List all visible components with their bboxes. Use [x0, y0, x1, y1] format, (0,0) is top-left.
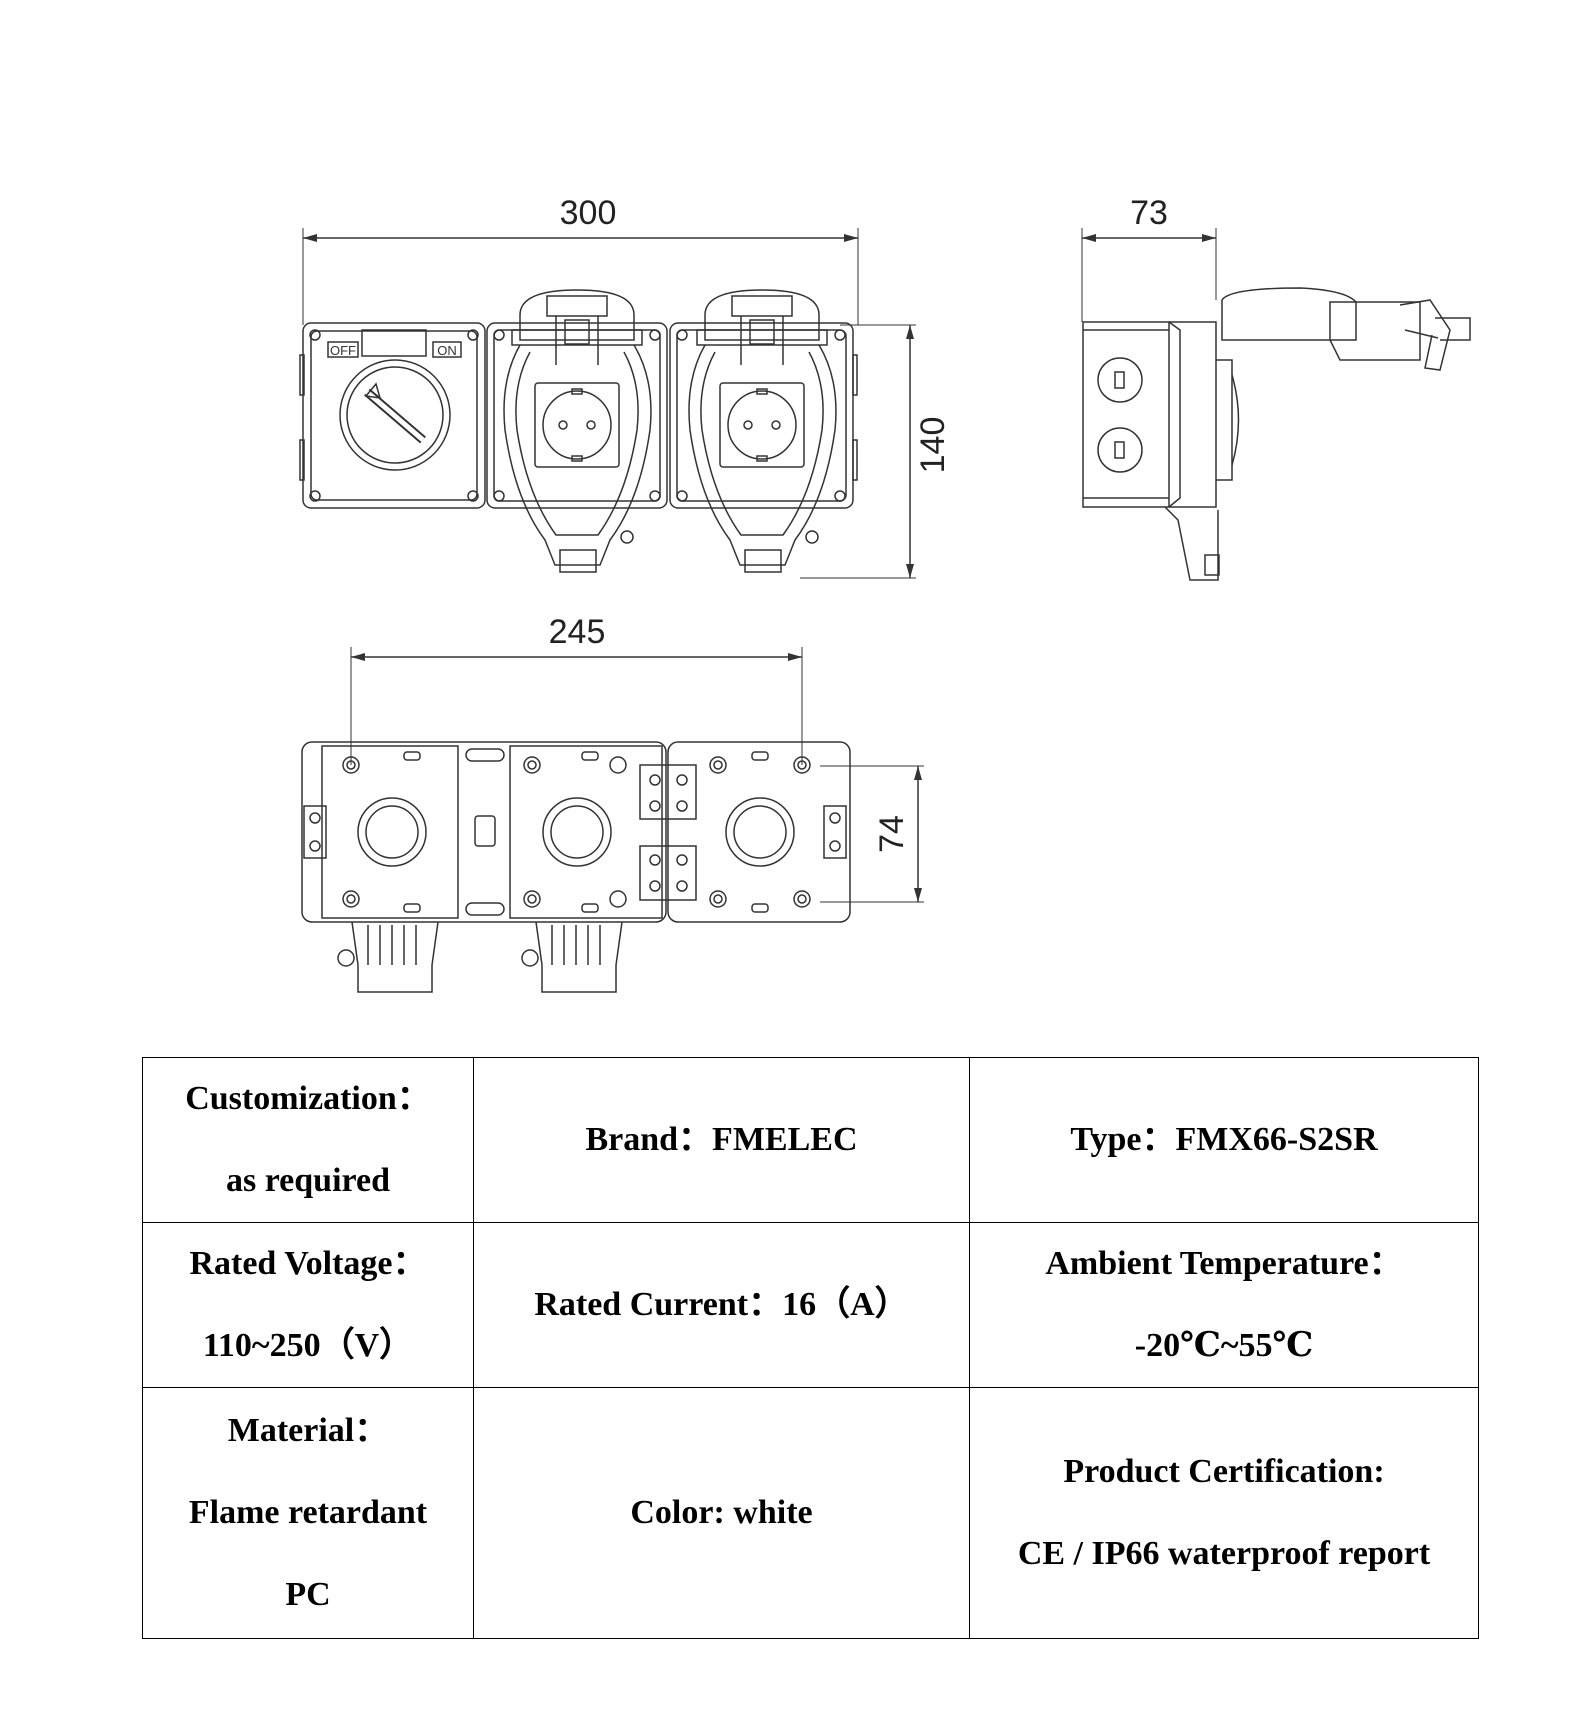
cell-customization: Customization： as required — [142, 1057, 474, 1223]
cell-rated-current: Rated Current：16（A） — [473, 1222, 970, 1388]
spec-row-3: Material： Flame retardant PC Color: whit… — [142, 1387, 1479, 1639]
on-label: ON — [437, 343, 457, 358]
cell-color: Color: white — [473, 1387, 970, 1639]
off-label: OFF — [330, 343, 356, 358]
dim-back-height: 74 — [820, 765, 924, 903]
spec-row-1: Customization： as required Brand：FMELEC … — [142, 1057, 1479, 1223]
spec-row-2: Rated Voltage： 110~250（V） Rated Current：… — [142, 1222, 1479, 1388]
dim-label-73: 73 — [1130, 194, 1168, 232]
cell-rated-voltage: Rated Voltage： 110~250（V） — [142, 1222, 474, 1388]
socket-module-1 — [486, 289, 668, 573]
technical-drawing: 300 140 OFF ON — [299, 194, 1471, 993]
dim-label-74: 74 — [873, 815, 911, 853]
cell-ambient-temperature: Ambient Temperature： -20℃~55℃ — [969, 1222, 1479, 1388]
cell-type: Type：FMX66-S2SR — [969, 1057, 1479, 1223]
socket-module-2 — [669, 289, 858, 573]
cell-certification: Product Certification: CE / IP66 waterpr… — [969, 1387, 1479, 1639]
dim-front-height: 140 — [800, 324, 952, 579]
switch-module: OFF ON — [299, 322, 486, 509]
dim-label-140: 140 — [914, 417, 952, 474]
side-view: 73 — [1081, 194, 1471, 581]
dim-back-spacing: 245 — [350, 613, 803, 765]
dim-side-depth: 73 — [1081, 194, 1217, 322]
dim-front-width: 300 — [302, 194, 859, 325]
back-view: 245 74 — [301, 613, 924, 993]
spec-table: Customization： as required Brand：FMELEC … — [142, 1057, 1479, 1639]
cell-material: Material： Flame retardant PC — [142, 1387, 474, 1639]
cell-brand: Brand：FMELEC — [473, 1057, 970, 1223]
front-view: 300 140 OFF ON — [299, 194, 952, 579]
dim-label-300: 300 — [560, 194, 617, 232]
dim-label-245: 245 — [549, 613, 606, 651]
